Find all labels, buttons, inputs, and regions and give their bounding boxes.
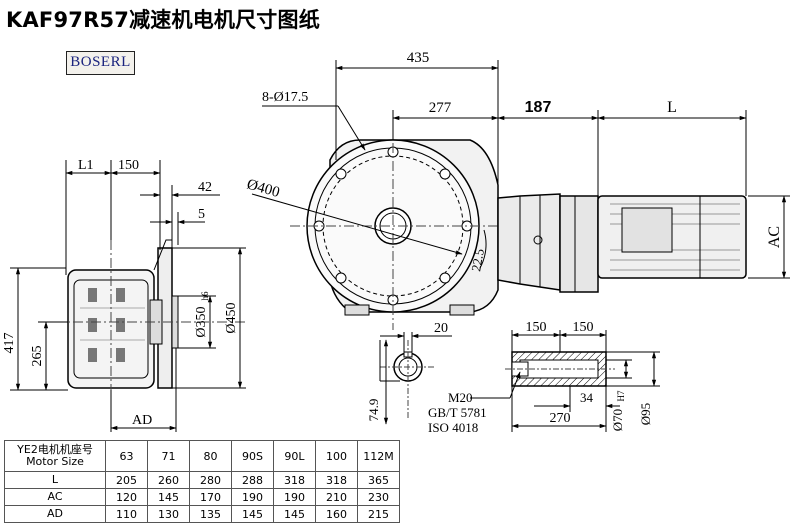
dim-22-5: 22.5 (468, 248, 487, 273)
table-cell: 145 (147, 488, 190, 506)
dim-350: Ø350 (194, 306, 209, 337)
table-row: AC 120 145 170 190 190 210 230 (4, 488, 400, 506)
table-cell: 190 (231, 488, 274, 506)
dim-435: 435 (407, 50, 430, 66)
table-cell: 210 (315, 488, 358, 506)
dim-350-tolerance: h6 (200, 291, 210, 301)
table-cell: 190 (273, 488, 316, 506)
table-cell: 215 (357, 505, 400, 523)
table-cell: 365 (357, 471, 400, 489)
table-cell: 288 (231, 471, 274, 489)
size-cell: 71 (147, 440, 190, 472)
dim-270: 270 (550, 411, 571, 426)
dim-450: Ø450 (224, 302, 239, 333)
intermediate-stage (497, 193, 561, 291)
size-cell: 100 (315, 440, 358, 472)
table-header-cell: YE2电机机座号 Motor Size (4, 440, 106, 472)
motor-adapter (559, 195, 599, 293)
size-cell: 90S (231, 440, 274, 472)
dim-AC: AC (766, 226, 783, 248)
table-cell: 170 (189, 488, 232, 506)
shaft-longitudinal-section (470, 330, 660, 432)
size-cell: 112M (357, 440, 400, 472)
dim-74-9: 74.9 (366, 399, 381, 422)
dim-417: 417 (2, 333, 17, 354)
size-cell: 90L (273, 440, 316, 472)
table-cell: 120 (105, 488, 148, 506)
dim-L1: L1 (78, 158, 94, 173)
dim-AD: AD (132, 413, 152, 428)
shaft-section (379, 332, 452, 425)
brand-logo: BOSERL (66, 51, 135, 75)
dim-70-tolerance: H7 (616, 390, 626, 401)
dimension-drawing: L1 150 42 5 417 265 Ø350 h6 Ø450 AD (2, 50, 790, 435)
table-cell: 280 (189, 471, 232, 489)
dim-150-top: 150 (118, 158, 139, 173)
table-cell: 260 (147, 471, 190, 489)
table-row: L 205 260 280 288 318 318 365 (4, 471, 400, 489)
dim-150-b: 150 (573, 320, 594, 335)
terminal-box (621, 207, 673, 253)
front-view (251, 60, 790, 330)
table-row: AD 110 130 135 145 145 160 215 (4, 505, 400, 523)
dim-20: 20 (434, 321, 448, 336)
dim-iso: ISO 4018 (428, 420, 478, 435)
dim-34: 34 (580, 390, 594, 405)
row-label: AC (4, 488, 106, 506)
row-label: AD (4, 505, 106, 523)
dim-95: Ø95 (638, 403, 653, 425)
dim-265: 265 (30, 346, 45, 367)
dim-L: L (667, 99, 677, 116)
size-cell: 63 (105, 440, 148, 472)
side-view (10, 160, 246, 432)
table-cell: 205 (105, 471, 148, 489)
dim-277: 277 (429, 100, 452, 116)
dim-5: 5 (198, 207, 205, 222)
dim-gbt: GB/T 5781 (428, 405, 487, 420)
table-cell: 110 (105, 505, 148, 523)
row-label: L (4, 471, 106, 489)
table-cell: 318 (273, 471, 316, 489)
table-cell: 318 (315, 471, 358, 489)
dim-150-a: 150 (526, 320, 547, 335)
dim-42: 42 (198, 180, 212, 195)
table-header-row: YE2电机机座号 Motor Size 63 71 80 90S 90L 100… (4, 440, 400, 472)
size-cell: 80 (189, 440, 232, 472)
dim-holes: 8-Ø17.5 (262, 90, 308, 105)
page-title: KAF97R57减速机电机尺寸图纸 (6, 8, 320, 32)
table-cell: 145 (273, 505, 316, 523)
motor-size-table: YE2电机机座号 Motor Size 63 71 80 90S 90L 100… (4, 440, 400, 523)
table-header-line2: Motor Size (26, 455, 84, 468)
table-header-line1: YE2电机机座号 (17, 443, 93, 456)
table-cell: 230 (357, 488, 400, 506)
dim-M20: M20 (448, 390, 473, 405)
dim-187: 187 (525, 99, 552, 116)
dim-70: Ø70 (610, 409, 625, 431)
